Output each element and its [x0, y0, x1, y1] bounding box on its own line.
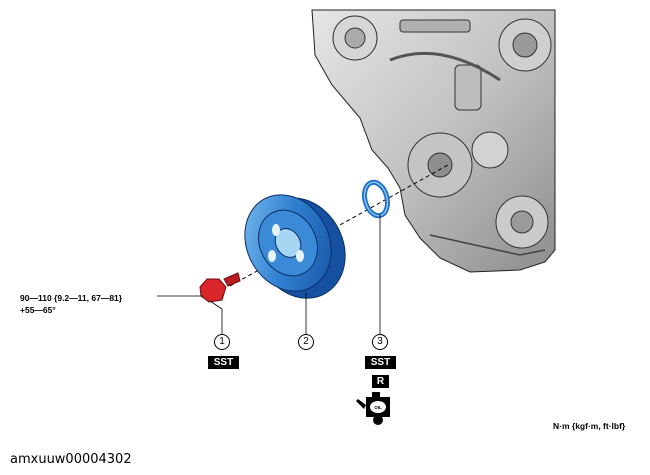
pulley-lock-bolt	[199, 272, 241, 303]
sst-badge-part-1: SST	[208, 356, 239, 369]
callout-3: 3	[372, 334, 388, 350]
engine-illustration	[311, 9, 556, 273]
unit-legend: N·m {kgf·m, ft·lbf}	[553, 421, 626, 431]
replace-badge-part-3: R	[372, 375, 389, 388]
leader-line-1	[209, 300, 223, 334]
oil-label: OIL	[374, 405, 382, 410]
figure-id: amxuuw00004302	[10, 452, 132, 467]
torque-spec: 90—110 {9.2—11, 67—81} +55—65°	[20, 292, 122, 316]
front-oil-seal	[361, 179, 391, 219]
callout-2: 2	[298, 334, 314, 350]
torque-spec-line-1: 90—110 {9.2—11, 67—81}	[20, 293, 123, 303]
torque-spec-line-2: +55—65°	[20, 305, 56, 315]
crankshaft-pulley	[244, 194, 346, 299]
oil-can-icon: OIL	[356, 392, 390, 425]
callout-1: 1	[214, 334, 230, 350]
sst-badge-part-3: SST	[365, 356, 396, 369]
